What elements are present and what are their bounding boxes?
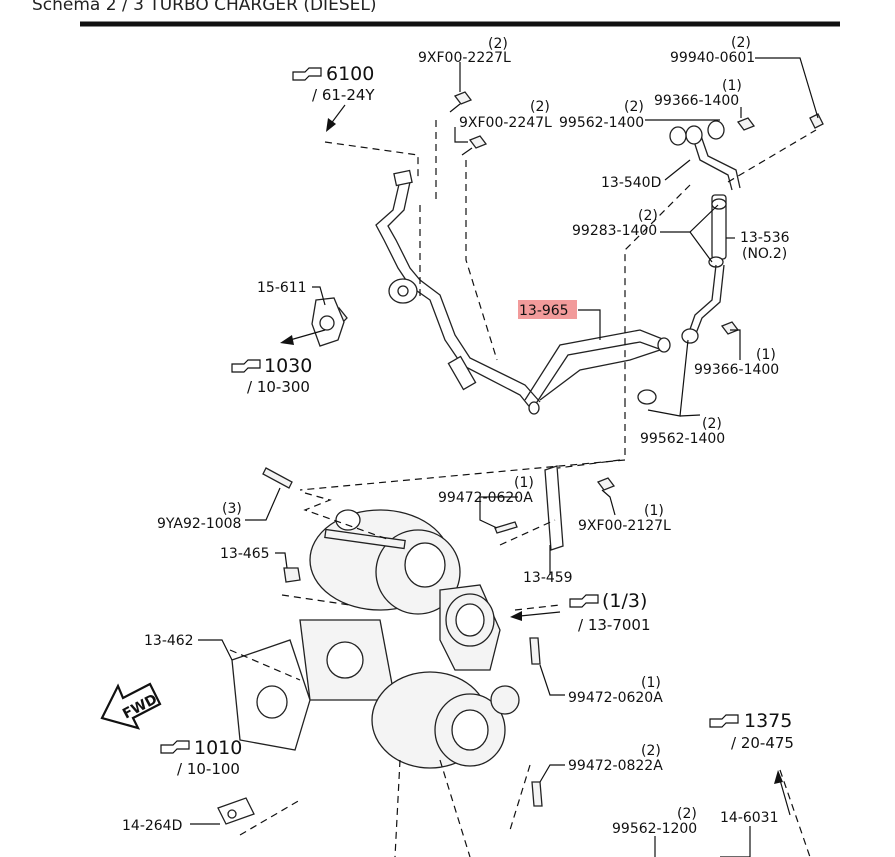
part-code[interactable]: 99472-0822A [568,758,663,774]
part-code[interactable]: 99472-0620A [438,490,533,506]
part-qty: (1) [641,675,661,691]
part-code[interactable]: 13-536 [740,230,790,246]
part-code[interactable]: 99472-0620A [568,690,663,706]
part-code[interactable]: 99366-1400 [654,93,739,109]
ref-1030-main[interactable]: 1030 [264,355,312,377]
part-qty: (2) [530,99,550,115]
bracket-13-459[interactable] [544,465,564,551]
ref-6100-main[interactable]: 6100 [326,63,374,85]
part-code[interactable]: 13-459 [523,570,573,586]
nut-13-465 [283,567,301,583]
part-qty: (2) [638,208,658,224]
stud-9ya92-1008 [262,467,293,489]
part-code[interactable]: 14-6031 [720,810,779,826]
page-title: Schema 2 / 3 TURBO CHARGER (DIESEL) [32,0,377,15]
part-code[interactable]: 99562-1200 [612,821,697,837]
part-qty: (2) [488,36,508,52]
oil-line-13-540d[interactable] [637,120,741,405]
part-code[interactable]: 99283-1400 [572,223,657,239]
stud-99472-0620a [494,521,518,534]
part-code[interactable]: 15-611 [257,280,307,296]
pointing-hand-icons [160,67,739,754]
part-qty: (1) [514,475,534,491]
fwd-arrow-icon: FWD [100,682,162,730]
ref-1010-sub: / 10-100 [177,760,240,778]
part-qty: (2) [624,99,644,115]
part-code[interactable]: 9XF00-2127L [578,518,671,534]
ref-1375-sub: / 20-475 [731,734,794,752]
part-code[interactable]: 9YA92-1008 [157,516,241,532]
part-note: (NO.2) [742,246,787,262]
ref-1375-main[interactable]: 1375 [744,710,792,732]
ref-1-3-sub: / 13-7001 [578,616,651,634]
part-qty: (1) [756,347,776,363]
part-qty: (2) [641,743,661,759]
part-code[interactable]: 99366-1400 [694,362,779,378]
part-code[interactable]: 9XF00-2227L [418,50,511,66]
ref-6100-sub: / 61-24Y [312,86,375,104]
ref-1010-main[interactable]: 1010 [194,737,242,759]
turbo-charger-body[interactable] [299,509,520,769]
reference-lines [229,120,817,857]
part-code[interactable]: 9XF00-2247L [459,115,552,131]
reference-arrows [280,104,791,816]
part-qty: (2) [677,806,697,822]
part-qty: (1) [644,503,664,519]
part-code[interactable]: 13-965 [519,303,569,319]
stud-99472-0620a-lower [529,637,541,665]
gasket-14-264d [217,797,255,825]
part-code[interactable]: 13-462 [144,633,194,649]
part-code[interactable]: 99562-1400 [640,431,725,447]
part-qty: (1) [722,78,742,94]
part-qty: (2) [702,416,722,432]
highlight-13-965 [518,300,577,319]
part-code[interactable]: 13-465 [220,546,270,562]
stud-99472-0822a [531,781,543,807]
leader-lines [190,57,819,857]
part-code[interactable]: 99562-1400 [559,115,644,131]
part-qty: (2) [731,35,751,51]
part-code[interactable]: 99940-0601 [670,50,755,66]
part-code[interactable]: 13-540D [601,175,661,191]
ref-1-3-main[interactable]: (1/3) [602,590,647,612]
ref-1030-sub: / 10-300 [247,378,310,396]
part-code[interactable]: 14-264D [122,818,182,834]
part-qty: (3) [222,501,242,517]
